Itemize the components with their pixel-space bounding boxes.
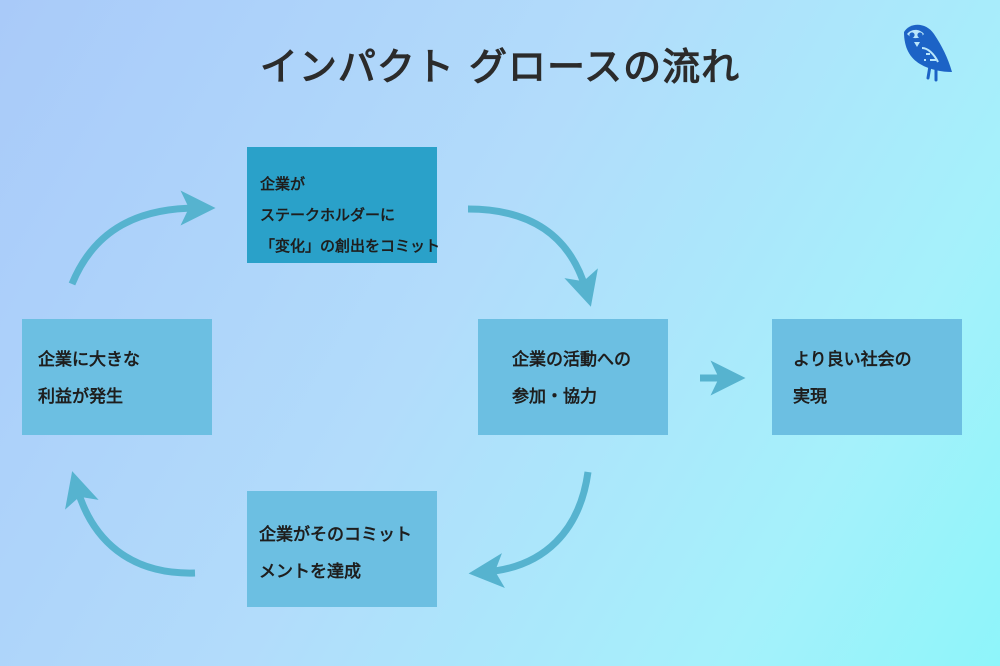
node-text: 「変化」の創出をコミット (260, 237, 441, 255)
arrow-mid-to-bottom (468, 471, 592, 588)
node-text: 実現 (793, 387, 827, 407)
arrow-top-to-mid (467, 205, 598, 307)
node-profit: 企業に大きな 利益が発生 (22, 319, 212, 435)
node-text: 参加・協力 (512, 387, 597, 407)
node-text: 企業に大きな (38, 350, 140, 370)
owl-icon (892, 18, 958, 84)
node-text: 企業が (260, 175, 306, 193)
node-commitment-achieved: 企業がそのコミット メントを達成 (247, 491, 437, 607)
arrow-left-to-top (68, 190, 216, 286)
page-title: インパクト グロースの流れ (259, 45, 741, 89)
node-better-society: より良い社会の 実現 (772, 319, 962, 435)
node-text: 企業の活動への (512, 350, 631, 370)
node-text: 利益が発生 (38, 387, 123, 407)
node-text: メントを達成 (259, 562, 361, 582)
node-text: ステークホルダーに (260, 206, 396, 224)
node-text: より良い社会の (793, 350, 912, 370)
node-text: 企業がそのコミット (259, 525, 412, 545)
node-commit-change: 企業が ステークホルダーに 「変化」の創出をコミット (247, 147, 441, 263)
node-participation: 企業の活動への 参加・協力 (478, 319, 668, 435)
arrow-bottom-to-left (65, 471, 196, 577)
